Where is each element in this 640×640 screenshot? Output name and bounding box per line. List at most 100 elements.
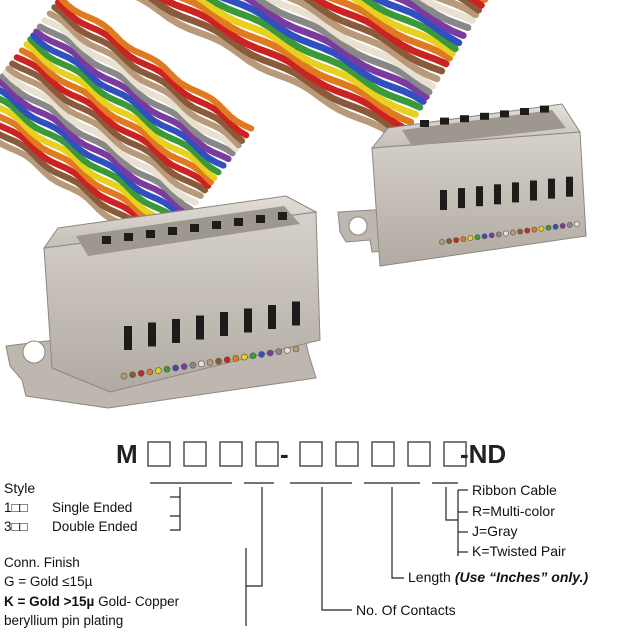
part-number-box [299,441,323,467]
connector-pin [249,352,257,360]
cable-option-r: R=Multi-color [472,503,555,519]
ribbon-wire [312,0,450,68]
contacts-label: No. Of Contacts [356,602,456,618]
length-note: (Use “Inches” only.) [455,569,589,585]
part-prefix: M [116,439,138,469]
style-code-1: 1□□ [4,500,28,515]
connector-slot [458,188,465,209]
connector-pin [531,226,538,233]
part-number-box [335,441,359,467]
connector-pin [552,223,559,230]
connector-slot [220,312,228,336]
ribbon-wire [219,0,427,105]
ribbon-wire [361,0,459,53]
ribbon-cable-right [135,0,489,144]
connector-slot [124,326,132,350]
ribbon-wire [350,0,456,57]
ribbon-wire [23,41,218,181]
ribbon-wire [27,36,222,176]
connector-pin [467,235,474,242]
connector-pin [446,238,452,244]
connector-pin [292,345,300,353]
style-code-2: 3□□ [4,519,28,534]
connector-pin [453,237,460,243]
finish-title: Conn. Finish [4,555,80,570]
ribbon-wire [410,0,472,32]
connector-pin [155,367,162,374]
ribbon-wire [5,65,204,199]
length-label: Length [408,569,451,585]
connector-top-hole [480,112,489,120]
connector-left [5,195,321,409]
ribbon-wire [254,0,433,96]
connector-top-hole [124,233,133,241]
ribbon-wire [51,4,246,144]
ribbon-wire [0,78,190,218]
part-separator: - [280,439,289,469]
ribbon-wire [286,0,441,83]
connector-slot [476,186,483,207]
connector-slot [196,315,204,340]
connector-pin [172,364,179,372]
ribbon-wire [58,0,255,132]
connector-pin [146,368,154,376]
connector-pin [488,232,495,239]
connector-pin [566,221,573,228]
connector-slot [548,178,555,199]
ribbon-wire [157,0,410,133]
connector-top-hole [212,221,221,229]
ribbon-wire [13,54,212,190]
finish-line-2-bold: K = Gold >15µ [4,594,94,609]
connector-pin [502,230,509,237]
part-number-box [255,441,279,467]
connector-pin [258,351,265,358]
ribbon-wire [0,86,187,223]
connector-pin [460,236,467,243]
ribbon-wire [242,0,430,101]
connector-pin [510,229,516,236]
connector-right [337,103,587,267]
finish-line-2: K = Gold >15µ Gold- Copper [4,594,180,609]
ribbon-wire [33,28,232,163]
ribbon-wire [0,104,181,231]
connector-pin [241,353,248,361]
part-suffix: -ND [460,439,506,469]
ribbon-wire [264,0,437,90]
part-number: M - -ND [116,439,506,469]
connector-slot [268,305,276,329]
connector-pin [284,347,291,354]
connector-pin [215,357,222,365]
connector-pin [120,372,128,380]
callout-lines [150,482,468,626]
connector-pin [524,227,531,234]
connector-pin [495,231,502,238]
finish-line-3: beryllium pin plating [4,613,123,628]
part-number-box [219,441,243,467]
ribbon-wire [41,17,239,153]
length-label-line: Length(Use “Inches” only.) [408,569,588,585]
ribbon-wire [303,0,446,75]
ribbon-wire [393,0,467,39]
connector-top-hole [190,224,199,232]
ribbon-wire [326,0,453,62]
connector-pin [266,349,274,357]
connector-pin [232,355,240,362]
connector-pin [129,371,136,378]
ribbon-wire [2,69,199,206]
connector-pin [189,361,197,369]
cable-option-k: K=Twisted Pair [472,543,566,559]
ribbon-wire [0,113,177,236]
cable-title: Ribbon Cable [472,482,557,498]
connector-slot [494,184,501,205]
connector-slot [566,176,573,197]
connector-pin [481,233,488,240]
connector-pin [545,224,552,231]
connector-pin [137,369,145,377]
connector-pin [574,221,580,227]
style-label-2: Double Ended [52,519,138,534]
connector-slot [148,322,156,347]
ribbon-wire [196,0,419,118]
ribbon-wire [18,47,215,186]
connector-pin [517,228,523,235]
